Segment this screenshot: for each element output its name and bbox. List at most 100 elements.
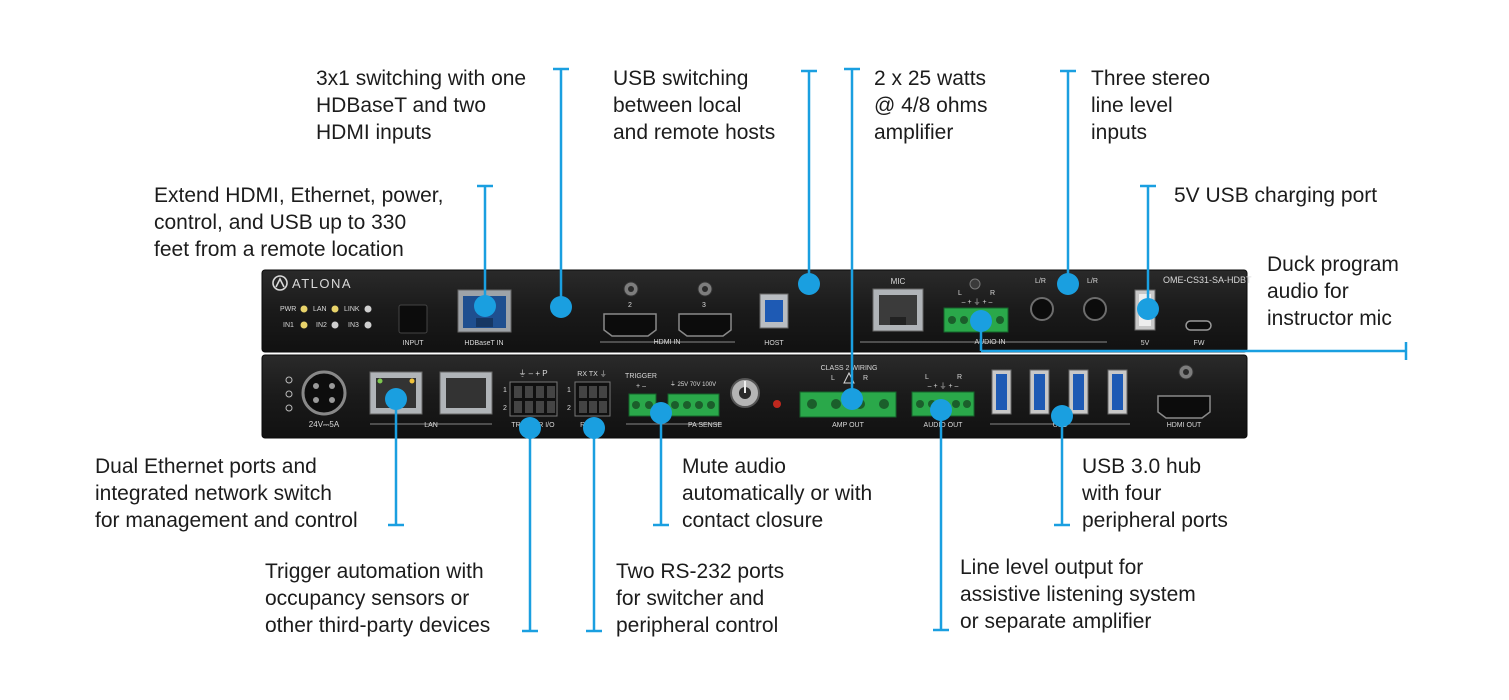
leader-amplifier (841, 67, 863, 410)
top-unit: ATLONA OME-CS31-SA-HDBT PWR LAN LINK IN1… (261, 269, 1252, 353)
fw-label: FW (1194, 340, 1205, 347)
callout-ethernet: Dual Ethernet ports and integrated netwo… (95, 455, 358, 532)
hdmi-port-3[interactable] (678, 313, 732, 337)
hdmi-out-screw-icon (1178, 364, 1194, 380)
amp-channel-l: L (831, 375, 835, 382)
lr-label-1: L/R (1035, 278, 1046, 285)
led-pwr (300, 305, 308, 313)
lr-label-2: L/R (1087, 278, 1098, 285)
hdbaset-port[interactable] (457, 289, 512, 333)
pa-sense-terminal[interactable] (667, 393, 720, 417)
callout-switching: 3x1 switching with one HDBaseT and two H… (316, 67, 527, 144)
atlona-logo-icon (272, 275, 288, 291)
audio-out-label: AUDIO OUT (924, 422, 964, 429)
usb-hub-ports[interactable] (991, 369, 1128, 415)
audio-in-signs: – + ⏚ + – (962, 298, 993, 306)
rs232-row-2: 2 (567, 405, 571, 412)
pa-sense-label: PA SENSE (688, 422, 722, 429)
led-label-link: LINK (344, 306, 360, 313)
leader-usb-hub (1051, 405, 1073, 527)
led-in3 (364, 321, 372, 329)
lan-port-2[interactable] (439, 371, 493, 415)
trigger-label: TRIGGER (625, 373, 657, 380)
leader-charging (1137, 184, 1159, 320)
leader-mute (650, 402, 672, 527)
lr-jack-1[interactable] (1030, 297, 1054, 321)
hdmi-number-2: 2 (628, 302, 632, 309)
audio-in-screw-icon (969, 278, 981, 290)
fw-port[interactable] (1185, 320, 1212, 331)
usb-5v-label: 5V (1141, 340, 1150, 347)
callout-stereo-inputs: Three stereo line level inputs (1091, 67, 1211, 144)
callout-usb-hub: USB 3.0 hub with four peripheral ports (1082, 455, 1228, 532)
hdmi-out-port[interactable] (1157, 395, 1211, 419)
callout-amplifier: 2 x 25 watts @ 4/8 ohms amplifier (874, 67, 988, 144)
callout-rs232-ports: Two RS-232 ports for switcher and periph… (616, 560, 785, 637)
led-lan (331, 305, 339, 313)
leader-usb-switching (798, 69, 820, 295)
leader-extend (474, 184, 496, 317)
led-label-in3: IN3 (348, 322, 359, 329)
trigger-io-row-1: 1 (503, 387, 507, 394)
class2-label: CLASS 2 WIRING (821, 365, 878, 372)
rs232-signs: RX TX ⏚ (577, 370, 606, 378)
trigger-io-row-2: 2 (503, 405, 507, 412)
trigger-io-terminal[interactable] (509, 381, 558, 417)
audio-out-channel-r: R (957, 374, 962, 381)
callout-line-output: Line level output for assistive listenin… (960, 556, 1196, 633)
lr-jack-2[interactable] (1083, 297, 1107, 321)
leader-line-output (930, 399, 952, 632)
power-connector[interactable] (301, 370, 347, 416)
hdbaset-label: HDBaseT IN (464, 340, 503, 347)
rs232-row-1: 1 (567, 387, 571, 394)
led-label-in1: IN1 (283, 322, 294, 329)
leader-ethernet (385, 388, 407, 527)
volume-knob[interactable] (730, 378, 760, 408)
hdmi-in-label: HDMI IN (654, 339, 681, 346)
status-leds: PWR LAN LINK IN1 IN2 IN3 (280, 305, 372, 329)
audio-in-channel-r: R (990, 290, 995, 297)
power-label: 24V⎓5A (309, 420, 340, 429)
leader-trigger-automation (519, 417, 541, 633)
mic-port[interactable] (872, 288, 924, 332)
pa-sense-voltages: ⏚ 25V 70V 100V (670, 381, 716, 388)
hdmi-out-label: HDMI OUT (1167, 422, 1202, 429)
led-in1 (300, 321, 308, 329)
trigger-signs: + – (636, 383, 646, 390)
callout-charging: 5V USB charging port (1174, 184, 1378, 207)
audio-out-channel-l: L (925, 374, 929, 381)
callout-extend: Extend HDMI, Ethernet, power, control, a… (154, 184, 444, 261)
callout-duck: Duck program audio for instructor mic (1267, 253, 1399, 330)
hdmi-screw-2-icon (623, 281, 639, 297)
hdmi-number-3: 3 (702, 302, 706, 309)
leader-switching (550, 67, 572, 318)
led-link (364, 305, 372, 313)
led-label-lan: LAN (313, 306, 327, 313)
leader-stereo-inputs (1057, 69, 1079, 295)
callout-usb-switching: USB switching between local and remote h… (613, 67, 776, 144)
lan-label: LAN (424, 422, 438, 429)
amp-out-label: AMP OUT (832, 422, 864, 429)
callout-mute: Mute audio automatically or with contact… (682, 455, 873, 532)
trigger-io-signs: ⏚ – + P (518, 369, 547, 378)
status-led-red (773, 400, 781, 408)
bottom-unit: 24V⎓5A LAN ⏚ – + P 1 2 TRIGGER I/O RX TX… (261, 354, 1248, 439)
polarity-icon (285, 376, 293, 412)
usb-host-port[interactable] (759, 293, 789, 329)
brand-name: ATLONA (292, 276, 352, 291)
input-button-label: INPUT (403, 340, 425, 347)
hdmi-port-2[interactable] (603, 313, 657, 337)
host-label: HOST (764, 340, 784, 347)
leader-duck (970, 310, 1408, 360)
mic-label: MIC (891, 277, 906, 286)
amp-channel-r: R (863, 375, 868, 382)
led-in2 (331, 321, 339, 329)
audio-in-label: AUDIO IN (974, 339, 1005, 346)
callout-leaders (385, 67, 1408, 633)
callout-trigger-automation: Trigger automation with occupancy sensor… (265, 560, 491, 637)
audio-out-signs: – + ⏚ + – (928, 382, 959, 390)
input-button[interactable] (398, 304, 428, 334)
model-number: OME-CS31-SA-HDBT (1163, 275, 1252, 285)
rs232-terminal[interactable] (574, 381, 611, 417)
